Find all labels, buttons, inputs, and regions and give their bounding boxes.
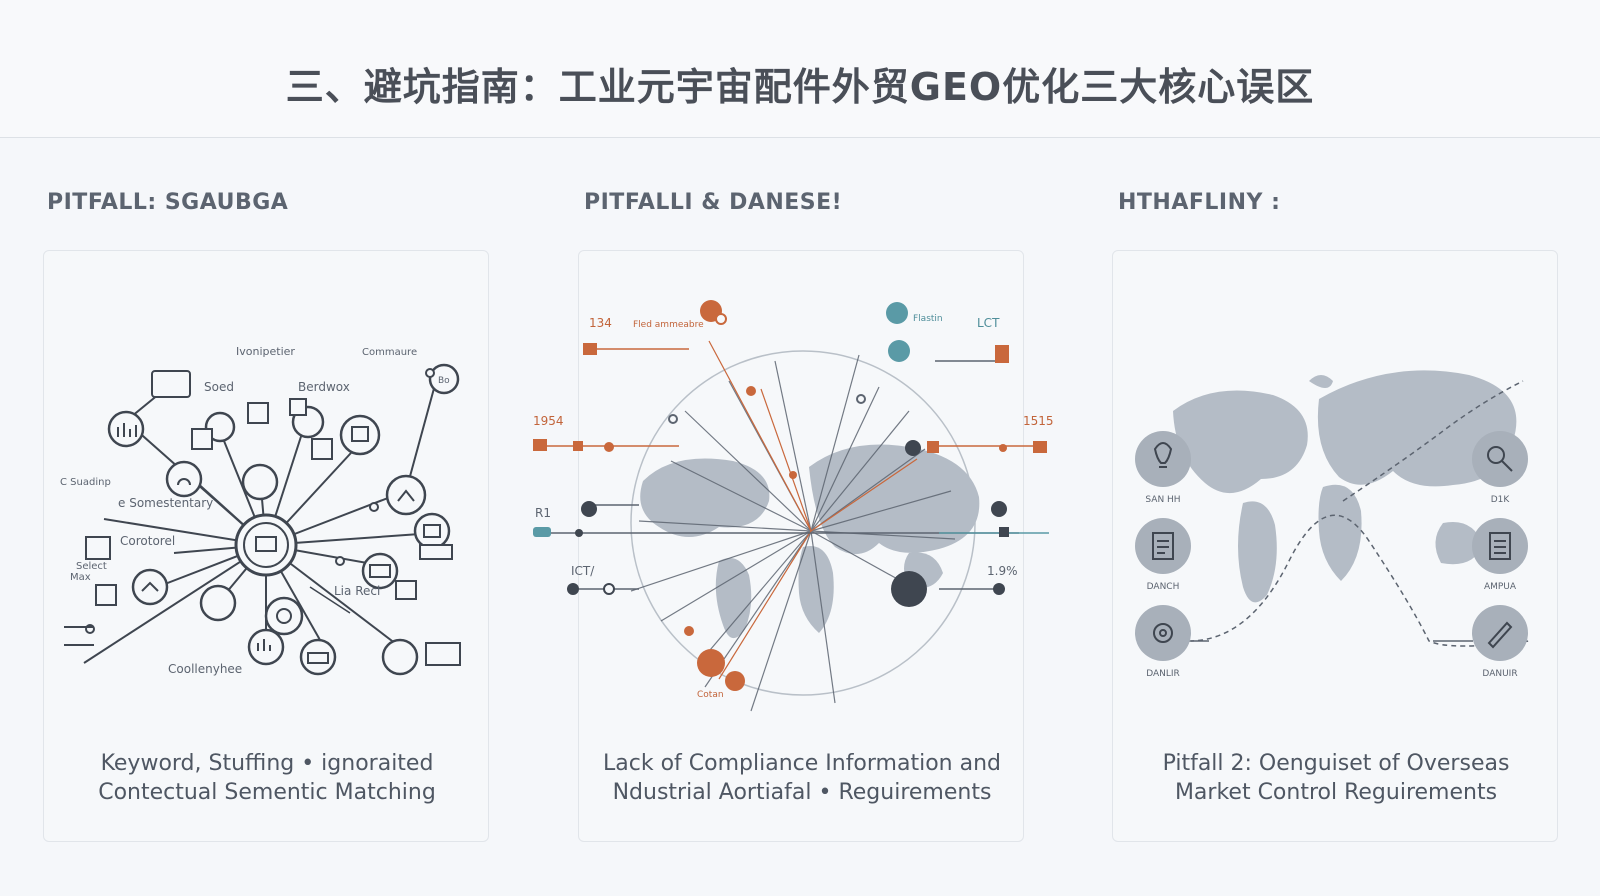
page-header: 三、避坑指南：工业元宇宙配件外贸GEO优化三大核心误区	[0, 0, 1600, 138]
panel-3-label: HTHAFLINY :	[1118, 190, 1281, 215]
panel-1-caption-line-2: Contectual Sementic Matching	[98, 780, 436, 805]
node-label-c-suadinp: C Suadinp	[60, 477, 111, 488]
node-label-commaure: Commaure	[362, 347, 417, 358]
panel-2-card: 134 Fled ammeabre Flastin LCT 1954 1515 …	[533, 250, 1054, 842]
compliance-globe-diagram: 134 Fled ammeabre Flastin LCT 1954 1515 …	[533, 300, 1054, 712]
pen-edit-icon	[1472, 605, 1528, 661]
icon-label-danlir: DANLIR	[1146, 669, 1180, 679]
tag-flastin: Flastin	[913, 314, 943, 324]
panel-3-caption-line-1: Pitfall 2: Oenguiset of Overseas	[1162, 751, 1510, 776]
tag-fled-ammeabre: Fled ammeabre	[633, 320, 704, 330]
gear-icon	[1135, 605, 1191, 661]
panel-1-card: Ivonipetier Commaure Soed Berdwox Bo C S…	[43, 250, 489, 842]
icon-label-d1k: D1K	[1491, 495, 1511, 505]
panel-2-caption-line-2: Ndustrial Aortiafal • Reguirements	[612, 780, 992, 805]
lightbulb-icon	[1135, 431, 1191, 487]
node-label-corotorel: Corotorel	[120, 534, 175, 548]
overseas-market-map: SAN HH DANCH DANLIR D1K AMPUA DANUIR	[1135, 370, 1530, 679]
panel-1-caption-line-1: Keyword, Stuffing • ignoraited	[100, 751, 434, 776]
panel-1-label: PITFALL: SGAUBGA	[47, 190, 289, 215]
panel-2-caption: Lack of Compliance Information and Ndust…	[579, 749, 1025, 807]
node-label-soed: Soed	[204, 380, 234, 394]
panel-3-caption: Pitfall 2: Oenguiset of Overseas Market …	[1113, 749, 1559, 807]
tag-134: 134	[589, 316, 612, 330]
tag-ict: ICT/	[571, 564, 595, 578]
tag-cotan: Cotan	[697, 690, 724, 700]
node-label-e-somestentary: e Somestentary	[118, 496, 213, 510]
icon-label-danuir: DANUIR	[1482, 669, 1517, 679]
node-label-berdwox: Berdwox	[298, 380, 350, 394]
keyword-network-diagram: Ivonipetier Commaure Soed Berdwox Bo C S…	[60, 345, 461, 676]
node-label-bo: Bo	[438, 376, 450, 386]
icon-label-san-hh: SAN HH	[1145, 495, 1180, 505]
panel-2-label: PITFALLI & DANESE!	[584, 190, 843, 215]
panel-1-caption: Keyword, Stuffing • ignoraited Contectua…	[44, 749, 490, 807]
node-label-coollenyhee: Coollenyhee	[168, 662, 242, 676]
tag-1-9-percent: 1.9%	[987, 564, 1018, 578]
tag-lct: LCT	[977, 316, 1000, 330]
panel-3-caption-line-2: Market Control Reguirements	[1174, 780, 1498, 805]
tag-1954: 1954	[533, 414, 564, 428]
tag-1515: 1515	[1023, 414, 1054, 428]
node-label-max: Max	[70, 572, 91, 583]
node-label-select: Select	[76, 561, 107, 572]
tag-r1: R1	[535, 506, 551, 520]
node-label-ivonipetier: Ivonipetier	[236, 345, 295, 358]
icon-label-ampua: AMPUA	[1484, 582, 1517, 592]
panel-2-caption-line-1: Lack of Compliance Information and	[603, 751, 1001, 776]
page-title: 三、避坑指南：工业元宇宙配件外贸GEO优化三大核心误区	[285, 65, 1315, 109]
node-label-lia-recl: Lia Recl	[334, 584, 380, 598]
icon-label-danch: DANCH	[1147, 582, 1180, 592]
panel-3-card: SAN HH DANCH DANLIR D1K AMPUA DANUIR Pit…	[1112, 250, 1558, 842]
settings-tool-icon	[1472, 431, 1528, 487]
